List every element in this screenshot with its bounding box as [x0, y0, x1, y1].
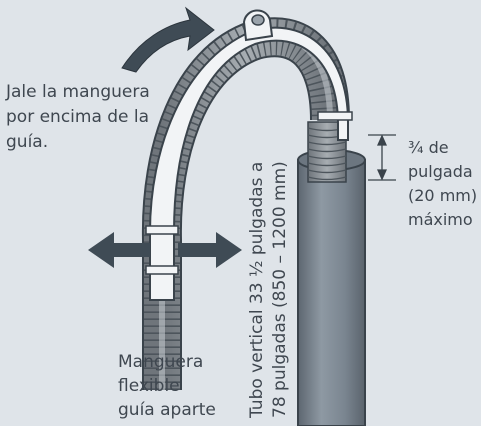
pull-over-guide-line-2: por encima de la [6, 107, 150, 127]
pull-over-arrow [121, 6, 215, 73]
pull-over-guide-line-1: Jale la manguera [6, 82, 150, 102]
flexible-hose-line-3: guía aparte [118, 400, 216, 420]
max-depth-line-4: máximo [408, 210, 473, 229]
pull-over-guide-line-3: guía. [6, 132, 49, 152]
standpipe [297, 149, 366, 426]
depth-dimension [368, 134, 396, 181]
standpipe-line-1: Tubo vertical 33 ½ pulgadas a [247, 161, 267, 418]
hose-guide-clip [145, 9, 353, 301]
max-depth-label: ¾ de pulgada (20 mm) máximo [408, 136, 477, 232]
standpipe-height-label: Tubo vertical 33 ½ pulgadas a 78 pulgada… [246, 148, 292, 418]
pull-over-guide-label: Jale la manguera por encima de la guía. [6, 80, 150, 155]
hose-in-pipe [307, 121, 347, 183]
pull-apart-arrow [88, 232, 242, 268]
max-depth-line-2: pulgada [408, 162, 473, 181]
standpipe-line-2: 78 pulgadas (850 – 1200 mm) [270, 161, 290, 418]
flexible-hose-line-2: flexible [118, 376, 180, 396]
flexible-hose-line-1: Manguera [118, 352, 204, 372]
max-depth-line-1: ¾ de [408, 138, 449, 157]
flexible-hose-label: Manguera flexible guía aparte [118, 350, 216, 422]
max-depth-line-3: (20 mm) [408, 186, 478, 205]
